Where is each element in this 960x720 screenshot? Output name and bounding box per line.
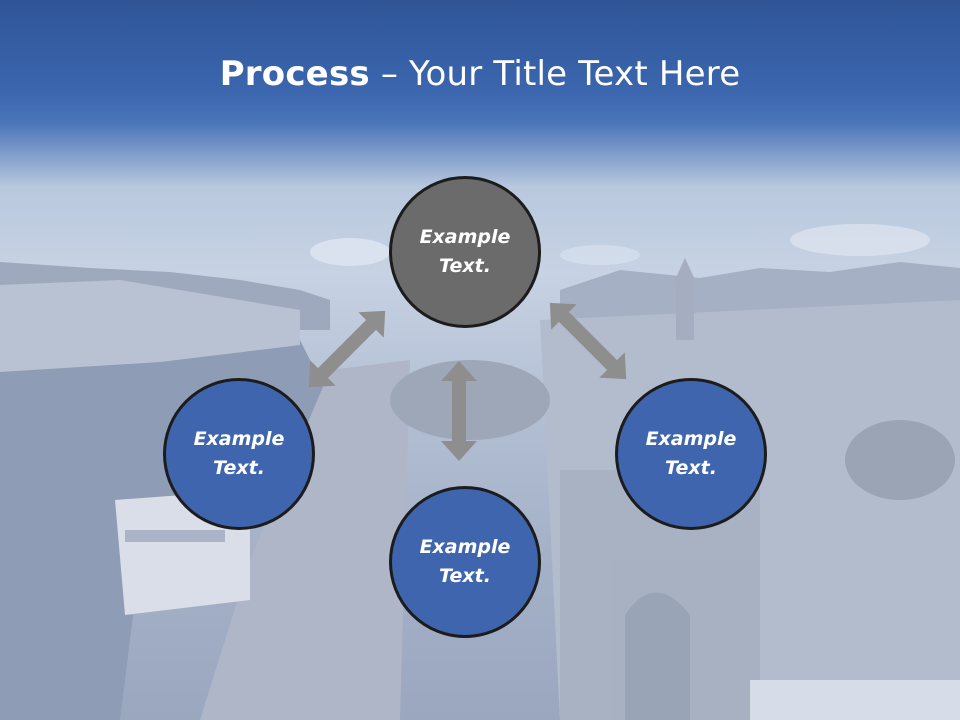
title-strong: Process <box>219 54 370 94</box>
node-top: Example Text. <box>389 176 541 328</box>
node-bottom-label: Example Text. <box>419 536 511 587</box>
node-left-label: Example Text. <box>193 428 285 479</box>
node-right: Example Text. <box>615 378 767 530</box>
node-top-label: Example Text. <box>419 226 511 277</box>
node-bottom: Example Text. <box>389 486 541 638</box>
arrow-top-bottom <box>441 361 477 461</box>
node-left: Example Text. <box>163 378 315 530</box>
arrow-top-left <box>308 310 386 388</box>
slide-title: Process – Your Title Text Here <box>0 52 960 96</box>
node-right-label: Example Text. <box>645 428 737 479</box>
title-rest: – Your Title Text Here <box>369 54 741 94</box>
arrow-top-right <box>549 302 627 380</box>
